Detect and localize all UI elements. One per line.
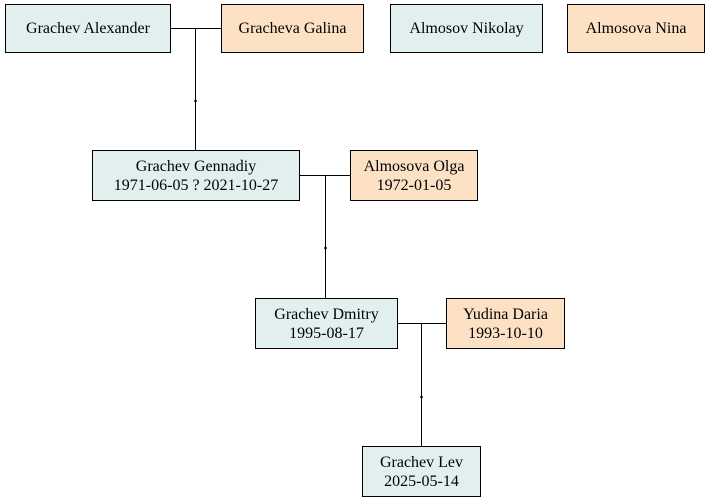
- person-name: Grachev Dmitry: [274, 305, 379, 323]
- person-name: Yudina Daria: [463, 305, 548, 323]
- person-box-grachev-lev[interactable]: Grachev Lev 2025-05-14: [362, 446, 481, 497]
- person-name: Almosova Olga: [363, 157, 465, 175]
- junction-dot: [420, 395, 423, 399]
- person-box-yudina-daria[interactable]: Yudina Daria 1993-10-10: [446, 298, 565, 349]
- person-dates: 1993-10-10: [468, 324, 543, 342]
- person-name: Almosova Nina: [585, 20, 687, 37]
- person-box-almosova-nina[interactable]: Almosova Nina: [567, 4, 705, 53]
- person-dates: 1972-01-05: [376, 176, 452, 194]
- person-box-grachev-dmitry[interactable]: Grachev Dmitry 1995-08-17: [255, 298, 398, 349]
- person-dates: 2025-05-14: [384, 472, 459, 490]
- person-name: Almosov Nikolay: [409, 20, 524, 37]
- junction-dot: [324, 246, 327, 250]
- person-box-gracheva-galina[interactable]: Gracheva Galina: [221, 4, 364, 53]
- person-name: Grachev Gennadiy: [135, 157, 257, 175]
- person-box-almosova-olga[interactable]: Almosova Olga 1972-01-05: [350, 150, 478, 201]
- person-box-grachev-alexander[interactable]: Grachev Alexander: [5, 4, 171, 53]
- person-dates: 1971-06-05 ? 2021-10-27: [113, 176, 279, 194]
- person-dates: 1995-08-17: [289, 324, 364, 342]
- person-name: Grachev Lev: [379, 453, 464, 471]
- person-name: Grachev Alexander: [26, 20, 150, 37]
- person-name: Gracheva Galina: [238, 20, 347, 37]
- junction-dot: [194, 99, 197, 103]
- person-box-grachev-gennadiy[interactable]: Grachev Gennadiy 1971-06-05 ? 2021-10-27: [92, 150, 300, 201]
- person-box-almosov-nikolay[interactable]: Almosov Nikolay: [390, 4, 543, 53]
